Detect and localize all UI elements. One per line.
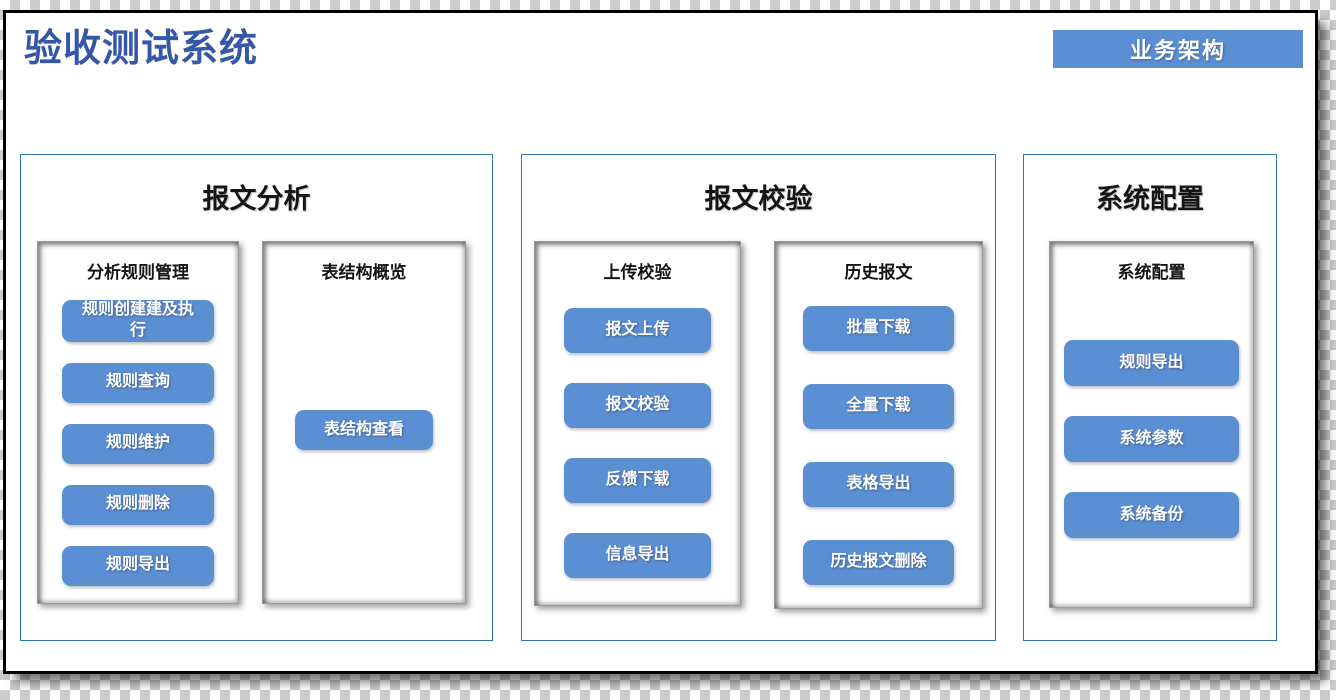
node-full-download: 全量下载 <box>803 384 954 429</box>
group-upload-verification: 上传校验 报文上传 报文校验 反馈下载 信息导出 <box>534 241 741 606</box>
group-title: 分析规则管理 <box>87 263 189 282</box>
node-rule-query: 规则查询 <box>62 362 214 403</box>
group-table-structure-overview: 表结构概览 表结构查看 <box>262 241 466 604</box>
node-system-params: 系统参数 <box>1064 416 1239 462</box>
node-rule-maintain: 规则维护 <box>62 423 214 464</box>
node-system-backup: 系统备份 <box>1064 492 1239 538</box>
page-title: 验收测试系统 <box>24 28 259 70</box>
node-message-verify: 报文校验 <box>564 383 711 428</box>
group-analysis-rule-management: 分析规则管理 规则创建建及执行 规则查询 规则维护 规则删除 规则导出 <box>37 241 239 604</box>
button-list: 规则创建建及执行 规则查询 规则维护 规则删除 规则导出 <box>38 300 238 586</box>
slide-page: 验收测试系统 业务架构 报文分析 分析规则管理 规则创建建及执行 规则查询 规则… <box>3 10 1318 674</box>
node-message-upload: 报文上传 <box>564 308 711 353</box>
group-history-messages: 历史报文 批量下载 全量下载 表格导出 历史报文删除 <box>774 241 983 609</box>
button-list: 表结构查看 <box>263 410 465 450</box>
node-table-export: 表格导出 <box>803 462 954 507</box>
node-rule-export: 规则导出 <box>1064 340 1239 386</box>
group-title: 上传校验 <box>603 263 672 282</box>
node-feedback-download: 反馈下载 <box>564 458 711 503</box>
node-label: 规则创建建及执行 <box>81 301 194 339</box>
section-title: 报文分析 <box>202 184 311 214</box>
group-system-config: 系统配置 规则导出 系统参数 系统备份 <box>1049 241 1254 608</box>
section-system-config: 系统配置 系统配置 规则导出 系统参数 系统备份 <box>1023 154 1277 641</box>
node-rule-export: 规则导出 <box>62 545 214 586</box>
node-info-export: 信息导出 <box>564 533 711 578</box>
group-title: 表结构概览 <box>321 263 407 282</box>
group-title: 历史报文 <box>844 263 913 282</box>
node-table-structure-view: 表结构查看 <box>295 410 433 450</box>
node-batch-download: 批量下载 <box>803 306 954 351</box>
node-rule-create-execute: 规则创建建及执行 <box>62 300 214 342</box>
section-message-verification: 报文校验 上传校验 报文上传 报文校验 反馈下载 信息导出 历史报文 批量下载 … <box>521 154 996 641</box>
section-message-analysis: 报文分析 分析规则管理 规则创建建及执行 规则查询 规则维护 规则删除 规则导出… <box>20 154 493 641</box>
node-history-message-delete: 历史报文删除 <box>803 540 954 585</box>
button-list: 规则导出 系统参数 系统备份 <box>1050 340 1253 538</box>
button-list: 报文上传 报文校验 反馈下载 信息导出 <box>535 308 740 578</box>
group-title: 系统配置 <box>1117 263 1186 282</box>
node-rule-delete: 规则删除 <box>62 484 214 525</box>
section-title: 报文校验 <box>704 184 813 214</box>
button-list: 批量下载 全量下载 表格导出 历史报文删除 <box>775 306 982 585</box>
section-title: 系统配置 <box>1096 184 1204 214</box>
architecture-badge: 业务架构 <box>1053 30 1303 68</box>
